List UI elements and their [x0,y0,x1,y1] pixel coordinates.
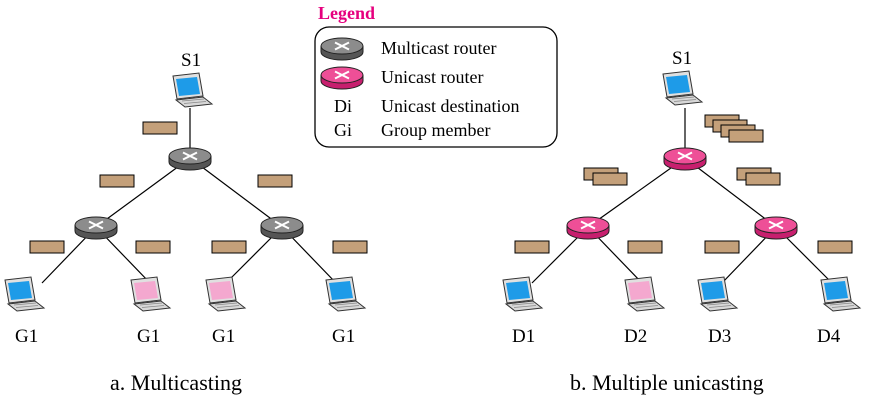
host-label: G1 [332,326,355,347]
destination-laptop-icon [502,276,543,312]
group-member-laptop-icon [4,276,45,312]
legend-label-group-member: Group member [381,120,490,140]
packet [99,174,135,188]
diagram-a-links [41,108,337,284]
legend-symbol-di: Di [334,96,352,116]
host-label: G1 [15,326,38,347]
packet [29,240,65,254]
packet [142,121,178,135]
packet [627,240,663,254]
host-label: G1 [137,326,160,347]
caption-a: a. Multicasting [110,370,242,395]
diagram-b-links [531,108,833,284]
unicast-router-root [663,147,707,171]
legend-label-multicast-router: Multicast router [381,38,496,58]
packet [728,129,764,143]
legend-symbol-gi: Gi [334,120,352,140]
source-label: S1 [672,48,692,69]
host-label: D4 [817,326,841,347]
group-member-laptop-icon [130,276,171,312]
multicast-router-right [260,216,304,240]
destination-laptop-icon [820,276,861,312]
host-label: D2 [624,326,647,347]
packet [514,240,550,254]
unicast-router-left [566,216,610,240]
group-member-laptop-icon [325,276,366,312]
packet [817,240,853,254]
source-laptop-icon [172,72,213,108]
diagram-a-packets [29,121,368,254]
legend-label-unicast-router: Unicast router [381,67,483,87]
group-member-laptop-icon [205,276,246,312]
destination-laptop-icon [624,276,665,312]
host-label: D1 [512,326,535,347]
packet [745,172,781,186]
host-label: G1 [212,326,235,347]
source-label: S1 [181,50,201,71]
legend-title: Legend [318,3,375,23]
packet [592,172,628,186]
legend-box [314,26,558,148]
diagram-b-packets [514,114,853,254]
packet [332,240,368,254]
host-label: D3 [708,326,731,347]
legend-label-unicast-destination: Unicast destination [381,96,519,116]
packet [135,240,171,254]
caption-b: b. Multiple unicasting [570,370,764,395]
packet [257,174,293,188]
packet [704,240,740,254]
legend-multicast-router-icon [320,37,364,61]
multicast-router-left [74,216,118,240]
legend-unicast-router-icon [320,66,364,90]
multicast-router-root [168,147,212,171]
destination-laptop-icon [697,276,738,312]
unicast-router-right [754,216,798,240]
source-laptop-icon [662,70,703,106]
packet [211,240,247,254]
